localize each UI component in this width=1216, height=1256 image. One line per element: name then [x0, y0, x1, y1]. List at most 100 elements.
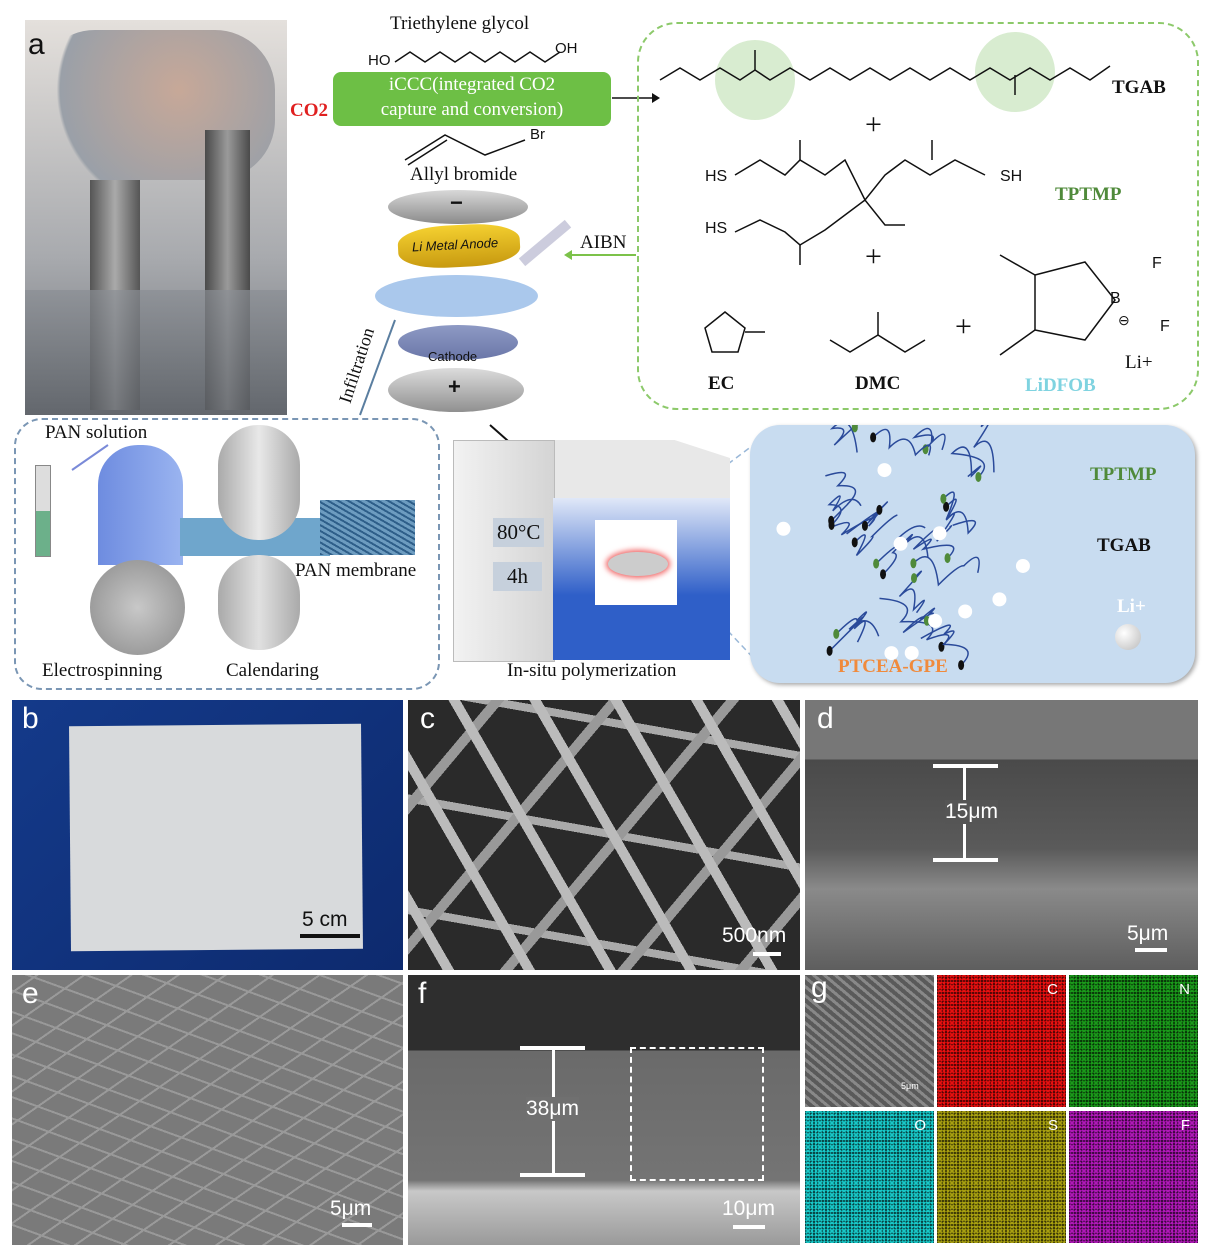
legend-li: Li+ [1117, 596, 1146, 617]
scalebar-e: 5μm [330, 1197, 372, 1220]
eds-map-N: N [1069, 975, 1198, 1107]
chain-end [851, 425, 858, 433]
chain-end [826, 645, 833, 656]
chain-end [943, 501, 950, 512]
allyl-bromide-label: Allyl bromide [410, 164, 518, 185]
chain-end [911, 573, 918, 584]
eds-map-C: C [937, 975, 1066, 1107]
li-ion [958, 604, 973, 619]
polymer-chain [912, 556, 980, 587]
chain-end [833, 628, 840, 639]
chain-end [880, 569, 887, 580]
li-ion [928, 613, 943, 628]
factory-illustration [25, 20, 287, 415]
eds-element-label: O [914, 1117, 926, 1134]
scalebar-c: 500nm [722, 924, 787, 947]
iccc-line2: capture and conversion) [380, 99, 564, 120]
polymer-chain [829, 425, 859, 453]
monomer-box [637, 22, 1199, 410]
insitu-label: In-situ polymerization [507, 660, 677, 681]
calendaring-label: Calendaring [226, 660, 319, 681]
iccc-box: iCCC(integrated CO2 capture and conversi… [333, 72, 611, 126]
eds-map-O: O [805, 1111, 934, 1243]
plus-sign: + [865, 108, 882, 141]
minus-sign: − [450, 190, 463, 215]
polymer-chain [936, 498, 957, 542]
cell-disc [608, 552, 668, 576]
zoom-region [630, 1047, 764, 1181]
eds-sem-image: g 5μm [805, 975, 934, 1107]
eds-map-F: F [1069, 1111, 1198, 1243]
chain-end [944, 553, 951, 564]
chain-end [923, 615, 930, 626]
polymer-chain [973, 425, 995, 473]
panel-label-c: c [420, 702, 435, 735]
fluorine-label: F [1160, 318, 1170, 335]
cathode-disc: Cathode [398, 325, 518, 364]
oven [453, 440, 730, 662]
chain-end [861, 520, 868, 531]
br-label: Br [530, 126, 545, 143]
polymer-network [776, 425, 1030, 671]
polymer-chain [872, 428, 932, 457]
hs-label: HS [705, 220, 728, 237]
scalebar-f: 10μm [722, 1197, 775, 1220]
chain-end [828, 519, 835, 530]
gpe-label: PTCEA-GPE [838, 656, 948, 677]
panel-label-g: g [811, 975, 828, 1004]
eds-element-label: C [1047, 981, 1058, 998]
li-ion [877, 463, 892, 478]
plus-sign: + [865, 240, 882, 273]
scalebar-b: 5 cm [302, 908, 348, 931]
chain-end [975, 471, 982, 482]
legend-tptmp: TPTMP [1090, 464, 1157, 485]
polymer-chain [920, 624, 969, 666]
panel-label-f: f [418, 977, 427, 1010]
li-ion [904, 645, 919, 660]
thickness-f: 38μm [526, 1097, 579, 1121]
polymer-chain [830, 515, 877, 536]
electrolyte-disc [375, 275, 538, 317]
co2-label: CO2 [290, 100, 328, 121]
syringe-icon [35, 465, 51, 557]
thickness-d: 15μm [945, 800, 998, 824]
li-ion [992, 592, 1007, 607]
polymer-chain [911, 427, 946, 451]
eds-element-label: F [1180, 1117, 1190, 1134]
li-plus-label: Li+ [1125, 352, 1153, 373]
li-ion-icon [1115, 624, 1141, 650]
polymer-chain [902, 607, 936, 634]
li-ion [932, 526, 947, 541]
triethylene-glycol-label: Triethylene glycol [390, 13, 530, 34]
polymer-chain [827, 495, 862, 526]
polymer-chain [875, 533, 929, 565]
tptmp-label: TPTMP [1055, 184, 1122, 205]
li-ion [893, 536, 908, 551]
sh-label: SH [1000, 168, 1023, 185]
panel-label-e: e [22, 977, 39, 1010]
panel-d-sem: d 15μm 5μm [805, 700, 1198, 970]
legend-tgab: TGAB [1097, 535, 1151, 556]
eds-element-label: S [1047, 1117, 1058, 1134]
roller [90, 560, 185, 655]
electrospinning-label: Electrospinning [42, 660, 163, 681]
anode-cap [388, 190, 528, 224]
li-ion [884, 646, 899, 661]
fluorine-label: F [1152, 255, 1162, 272]
collector-drum [98, 445, 183, 565]
ec-label: EC [708, 373, 735, 394]
polymer-chain [912, 528, 955, 559]
chain-end [910, 558, 917, 569]
hs-label: HS [705, 168, 728, 185]
oh-label: OH [555, 40, 578, 57]
plus-sign: + [955, 310, 972, 343]
pan-membrane-label: PAN membrane [295, 560, 417, 581]
lidfob-label: LiDFOB [1025, 375, 1096, 396]
roller [218, 425, 300, 540]
chain-end [873, 558, 880, 569]
polymer-chain [829, 616, 880, 652]
electrospinning-box [14, 418, 440, 690]
pan-solution-label: PAN solution [45, 422, 148, 443]
